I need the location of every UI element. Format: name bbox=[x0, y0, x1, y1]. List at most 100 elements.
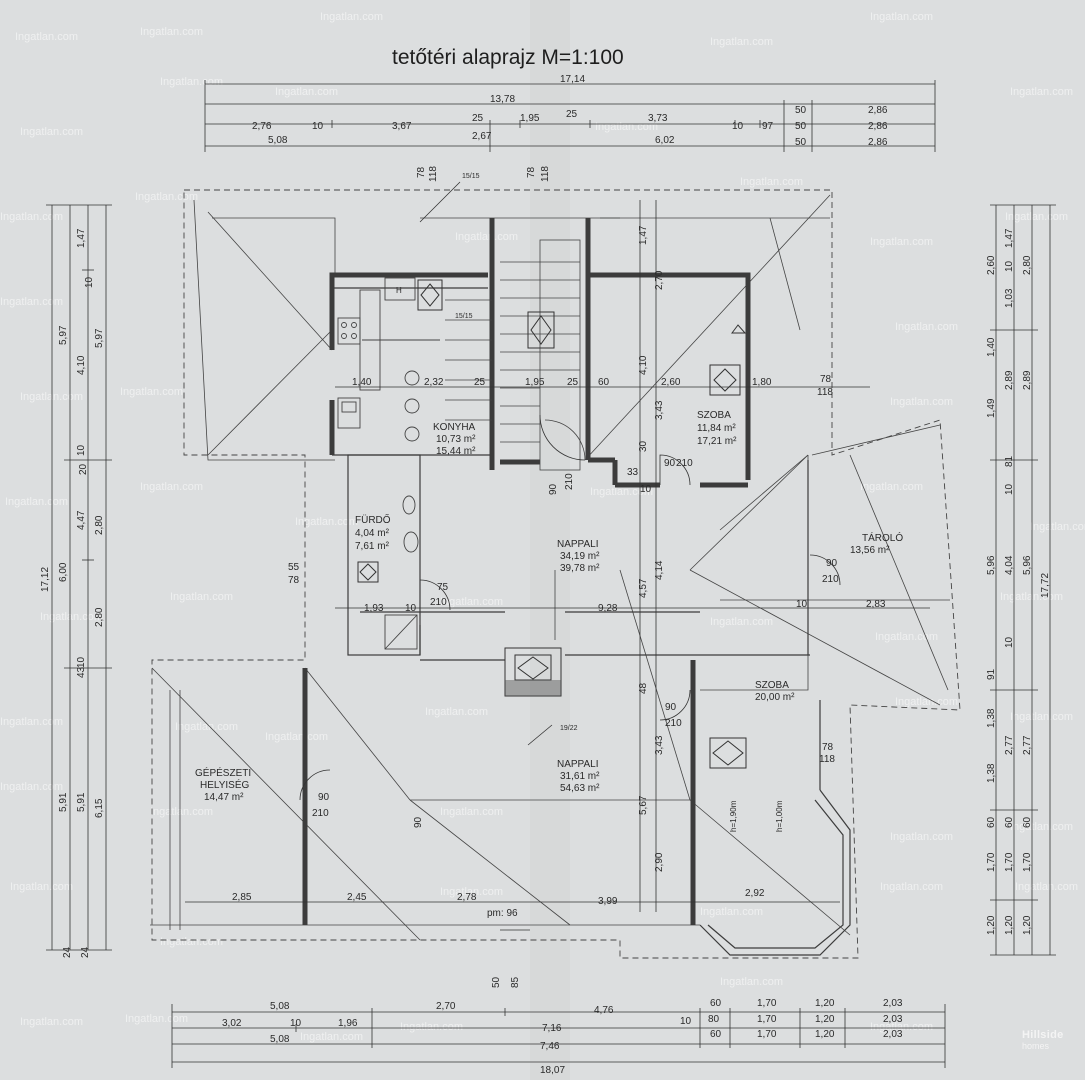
door-swings bbox=[299, 414, 841, 801]
door-label: 90 bbox=[548, 483, 559, 495]
dim-label: 30 bbox=[638, 440, 649, 452]
dim-label: 10 bbox=[76, 656, 87, 668]
dim-label: 2,03 bbox=[883, 1014, 903, 1025]
dim-label: 4,76 bbox=[594, 1005, 614, 1016]
dim-label: 33 bbox=[627, 467, 639, 478]
dim-label: 2,86 bbox=[868, 121, 888, 132]
top-dimension-labels: 17,14 13,78 50 2,86 2,76 10 3,67 25 1,95… bbox=[252, 74, 888, 148]
dim-label: 2,86 bbox=[868, 105, 888, 116]
stair-label: 15/15 bbox=[455, 313, 473, 320]
door-label: 90 bbox=[665, 702, 677, 713]
dim-label: 10 bbox=[680, 1016, 692, 1027]
room-area: 10,73 m² bbox=[436, 434, 476, 445]
dim-label: 4,10 bbox=[638, 355, 649, 375]
door-label: 210 bbox=[822, 574, 839, 585]
dim-label: 2,80 bbox=[94, 607, 105, 627]
dim-label: 2,70 bbox=[436, 1001, 456, 1012]
dim-label: 2,60 bbox=[661, 377, 681, 388]
watermark: Ingatlan.com bbox=[875, 631, 938, 643]
dim-label: 2,77 bbox=[1004, 735, 1015, 755]
watermark: Ingatlan.com bbox=[890, 396, 953, 408]
dim-label: 43 bbox=[76, 666, 87, 678]
room-area: 11,84 m² bbox=[697, 423, 736, 434]
dim-label: 7,46 bbox=[540, 1041, 560, 1052]
dim-label: 78 bbox=[288, 575, 300, 586]
dim-label: 2,80 bbox=[94, 515, 105, 535]
watermark: Ingatlan.com bbox=[870, 236, 933, 248]
chimney-hatch bbox=[505, 680, 561, 696]
door-label: 90 bbox=[664, 458, 676, 469]
watermark: Ingatlan.com bbox=[0, 296, 63, 308]
dim-label: 1,95 bbox=[520, 113, 540, 124]
dim-label: 60 bbox=[986, 816, 997, 828]
dim-label: 24 bbox=[62, 946, 73, 958]
watermark: Ingatlan.com bbox=[1010, 86, 1073, 98]
roof-outline bbox=[151, 189, 961, 959]
watermark: Ingatlan.com bbox=[1010, 821, 1073, 833]
dim-label: 1,20 bbox=[815, 998, 835, 1009]
watermark: Ingatlan.com bbox=[0, 211, 63, 223]
dim-label: 2,83 bbox=[866, 599, 886, 610]
dim-label: pm: 96 bbox=[487, 908, 518, 919]
dim-label: 2,03 bbox=[883, 1029, 903, 1040]
dim-label: 1,47 bbox=[638, 225, 649, 245]
dim-label: 4,57 bbox=[638, 578, 649, 598]
dim-label: 55 bbox=[288, 562, 300, 573]
dim-label: 10 bbox=[796, 599, 808, 610]
right-dimension-labels: 2,60 1,40 1,49 5,96 91 1,38 1,38 60 1,70… bbox=[986, 228, 1051, 935]
watermark: Ingatlan.com bbox=[20, 126, 83, 138]
logo-line-2: homes bbox=[1022, 1041, 1050, 1051]
watermark: Ingatlan.com bbox=[400, 1021, 463, 1033]
dim-label: 3,43 bbox=[654, 735, 665, 755]
roof-ridges bbox=[150, 194, 950, 941]
watermark: Ingatlan.com bbox=[295, 516, 358, 528]
dim-label: 78 bbox=[822, 742, 834, 753]
room-area: 31,61 m² bbox=[560, 771, 600, 782]
dim-label: 4,47 bbox=[76, 510, 87, 530]
watermark: Ingatlan.com bbox=[175, 721, 238, 733]
dim-label: 48 bbox=[638, 682, 649, 694]
dim-label: 2,76 bbox=[252, 121, 272, 132]
dim-label: 10 bbox=[1004, 636, 1015, 648]
watermark: Ingatlan.com bbox=[1010, 711, 1073, 723]
dim-label: 25 bbox=[566, 109, 578, 120]
dim-label: 7,16 bbox=[542, 1023, 562, 1034]
watermark: Ingatlan.com bbox=[160, 936, 223, 948]
dim-label: 1,70 bbox=[1022, 852, 1033, 872]
dim-label: 25 bbox=[474, 377, 486, 388]
door-label: 210 bbox=[430, 597, 447, 608]
dim-label: 5,97 bbox=[94, 328, 105, 348]
watermark: Ingatlan.com bbox=[710, 616, 773, 628]
dim-label: 5,97 bbox=[58, 325, 69, 345]
room-area: 39,78 m² bbox=[560, 563, 600, 574]
dim-label: 60 bbox=[710, 998, 722, 1009]
room-name-storage: TÁROLÓ bbox=[862, 531, 903, 544]
watermark: Ingatlan.com bbox=[125, 1013, 188, 1025]
dim-label: 5,91 bbox=[58, 792, 69, 812]
watermark: Ingatlan.com bbox=[1000, 591, 1063, 603]
dim-label: 1,96 bbox=[338, 1018, 358, 1029]
dim-label: 1,20 bbox=[1022, 915, 1033, 935]
door-label: 90 bbox=[318, 792, 330, 803]
dim-label: 17,14 bbox=[560, 74, 585, 85]
dim-label: 90 bbox=[413, 816, 424, 828]
dim-label: 3,99 bbox=[598, 896, 618, 907]
door-label: 210 bbox=[665, 718, 682, 729]
inner-dimension-lines bbox=[185, 181, 930, 931]
watermark: Ingatlan.com bbox=[120, 386, 183, 398]
dim-label: 118 bbox=[540, 166, 551, 182]
watermark: Ingatlan.com bbox=[20, 391, 83, 403]
dim-label: 5,96 bbox=[1022, 555, 1033, 575]
inner-labels: 78 118 78 118 78 118 78 118 55 78 15/15 … bbox=[232, 166, 886, 988]
paper-fold bbox=[530, 0, 570, 1080]
dim-label: 10 bbox=[732, 121, 744, 132]
top-dimension-lines bbox=[204, 80, 936, 152]
door-label: 90 bbox=[826, 558, 838, 569]
room-name-mechanical-2: HELYISÉG bbox=[200, 778, 249, 791]
watermark: Ingatlan.com bbox=[150, 806, 213, 818]
watermark: Ingatlan.com bbox=[895, 696, 958, 708]
dim-label: 2,80 bbox=[1022, 255, 1033, 275]
dim-label: 1,20 bbox=[1004, 915, 1015, 935]
